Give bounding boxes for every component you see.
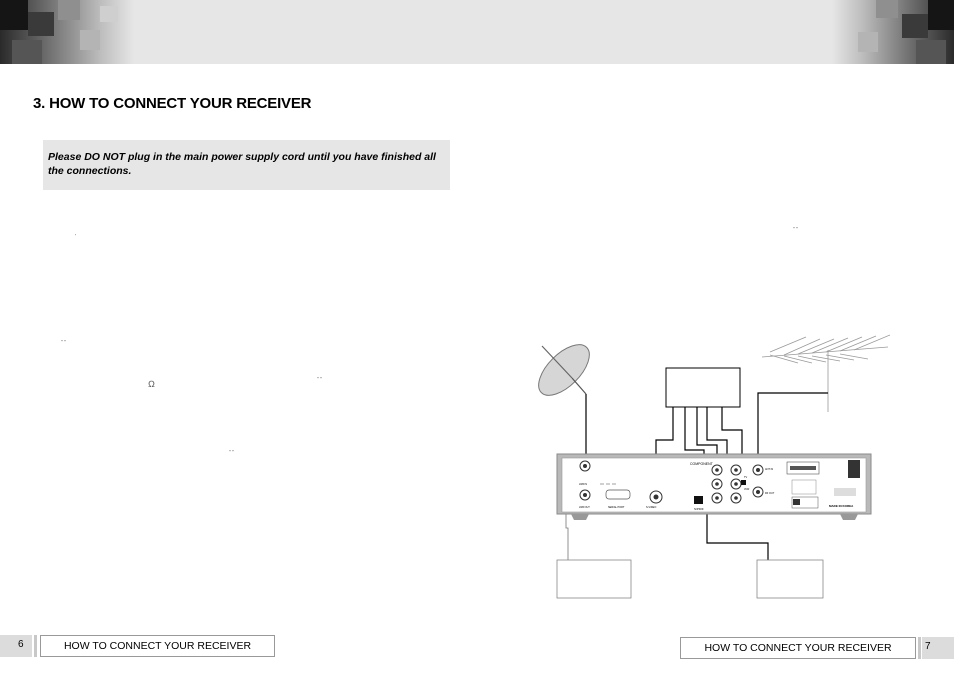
header-decoration-left — [0, 0, 134, 64]
spdif-label: S/PDIF — [694, 507, 704, 511]
ohm-symbol: Ω — [148, 379, 155, 389]
warning-notice: Please DO NOT plug in the main power sup… — [43, 140, 450, 190]
header-band — [0, 0, 954, 64]
footer-separator — [34, 635, 37, 657]
made-in-label: MADE IN KOREA — [829, 504, 854, 508]
page-number-right: 7 — [922, 637, 954, 659]
port-label-ant-in: ANT IN — [765, 468, 773, 471]
port-label-lnb-out: LNB OUT — [579, 506, 590, 509]
port-label-rf-out: RF OUT — [765, 492, 775, 495]
tv-antenna-icon — [761, 334, 891, 412]
port-label-s-video: S-VIDEO — [646, 506, 656, 509]
label-box-audio — [756, 559, 824, 599]
satellite-dish-icon — [538, 344, 590, 396]
receiver-back-panel — [556, 453, 872, 520]
component-label: COMPONENT — [690, 462, 714, 466]
footer-separator — [918, 637, 921, 659]
text-fragment: “ ” — [61, 340, 66, 346]
port-label-lnb-in: LNB IN — [579, 483, 587, 486]
text-fragment: “ ” — [229, 450, 234, 456]
port-label-vcr: VCR — [744, 488, 749, 491]
port-label-serial: SERIAL PORT — [608, 506, 625, 509]
header-decoration-right — [832, 0, 954, 64]
text-fragment: “ ” — [317, 377, 322, 383]
warning-notice-text: Please DO NOT plug in the main power sup… — [48, 151, 436, 177]
footer-label-left: HOW TO CONNECT YOUR RECEIVER — [40, 635, 275, 657]
text-fragment: ' — [75, 234, 76, 240]
page-title: 3. HOW TO CONNECT YOUR RECEIVER — [33, 95, 312, 112]
text-fragment: “ ” — [793, 227, 798, 233]
tv-set-box — [665, 367, 741, 408]
port-label-tv: TV — [744, 476, 748, 479]
label-box-satellite — [556, 559, 632, 599]
footer-label-right: HOW TO CONNECT YOUR RECEIVER — [680, 637, 916, 659]
page-number-left: 6 — [0, 635, 32, 657]
